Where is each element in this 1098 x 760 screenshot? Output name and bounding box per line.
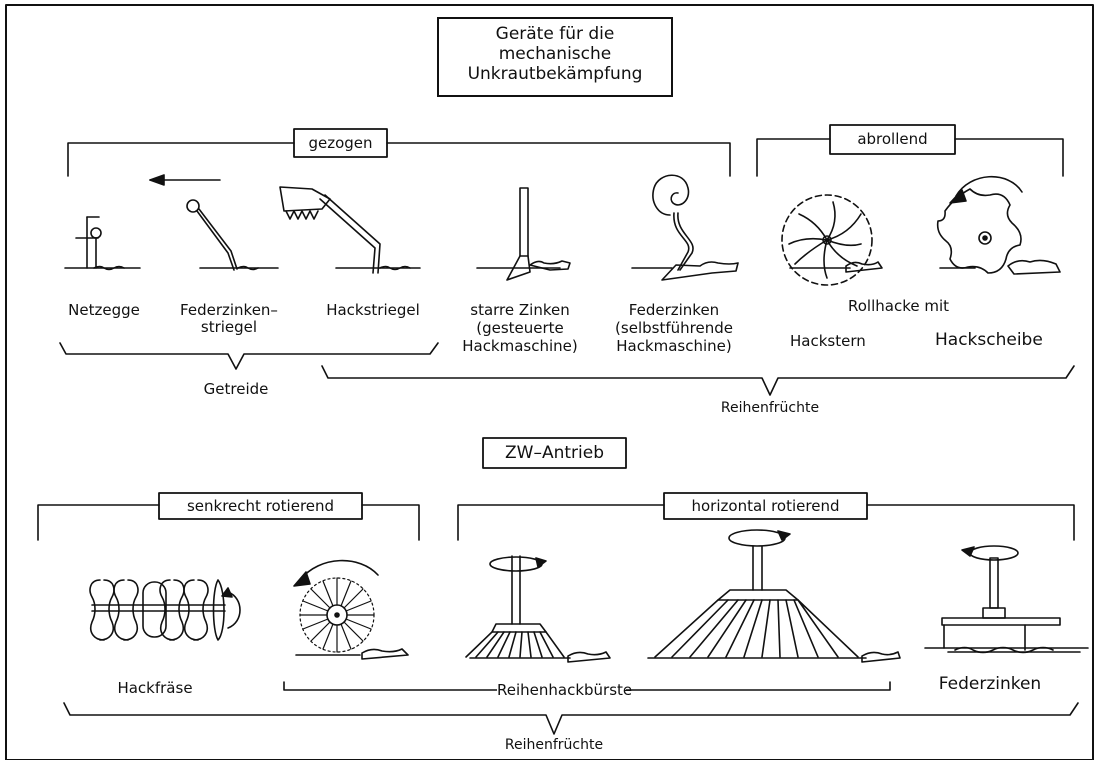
reihenfruechte-label-top: Reihenfrüchte (720, 400, 820, 416)
buerste-senkrecht-drawing (293, 559, 409, 660)
starre-zinken-drawing (476, 187, 571, 281)
rotation-ellipse-large (728, 529, 786, 547)
title-line-2: mechanische (498, 44, 612, 64)
rotation-arrow (955, 175, 1023, 197)
starre-zinken-label-2: (gesteuerte (476, 319, 564, 337)
title-line-1: Geräte für die (495, 24, 615, 44)
buerste-rotation-arrow (299, 559, 379, 581)
getreide-bracket (59, 342, 439, 370)
hackscheibe-label: Hackscheibe (935, 330, 1043, 350)
federzinkenstriegel-label-2: striegel (200, 318, 258, 336)
getreide-label: Getreide (203, 380, 269, 398)
hackscheibe-drawing (936, 175, 1061, 275)
buerste-horizontal-small-drawing (465, 555, 611, 663)
abrollend-label: abrollend (832, 131, 953, 148)
federzinken-self-drawing (631, 174, 739, 281)
hackfraese-drawing (89, 579, 241, 641)
hackstriegel-drawing (279, 186, 421, 274)
zw-antrieb-box (482, 437, 627, 469)
diagram-title: Geräte für die mechanische Unkrautbekämp… (437, 17, 673, 97)
federzinkenstriegel-label-1: Federzinken– (180, 301, 278, 319)
reihenhackbuerste-label: Reihenhackbürste (497, 681, 633, 699)
federzinken-self-label-1: Federzinken (628, 301, 720, 319)
abrollend-box (829, 124, 956, 155)
senkrecht-bracket (37, 504, 420, 541)
netzegge-drawing (64, 216, 141, 271)
senkrecht-box (158, 492, 363, 520)
netzegge-label: Netzegge (68, 301, 140, 319)
reihenhackbuerste-bracket (283, 681, 891, 691)
gezogen-label: gezogen (296, 135, 385, 152)
starre-zinken-label-3: Hackmaschine) (462, 337, 578, 355)
hackstern-drawing (781, 194, 883, 286)
federzinkenstriegel-drawing (186, 199, 279, 271)
gezogen-box (293, 128, 388, 158)
federzinken-zw-label: Federzinken (938, 674, 1042, 694)
buerste-horizontal-large-drawing (647, 529, 901, 663)
title-line-3: Unkrautbekämpfung (467, 64, 643, 84)
federzinken-self-label-2: (selbstführende (615, 319, 733, 337)
gezogen-bracket (67, 142, 731, 177)
outer-frame (5, 4, 1094, 760)
starre-zinken-label-1: starre Zinken (470, 301, 570, 319)
hackstriegel-label: Hackstriegel (326, 301, 420, 319)
rotation-ellipse (489, 556, 543, 572)
horizontal-label: horizontal rotierend (666, 498, 865, 515)
horizontal-bracket (457, 504, 1075, 541)
rollhacke-label: Rollhacke mit (848, 297, 950, 315)
direction-arrow-head (149, 174, 165, 186)
federzinken-zw-drawing (924, 545, 1089, 654)
reihenfruechte-bracket-bottom (63, 702, 1079, 735)
senkrecht-label: senkrecht rotierend (161, 498, 360, 515)
horizontal-box (663, 492, 868, 520)
hackstern-label: Hackstern (790, 332, 866, 350)
zw-antrieb-label: ZW–Antrieb (485, 444, 624, 463)
reihenfruechte-label-bottom: Reihenfrüchte (504, 737, 604, 753)
abrollend-bracket (756, 138, 1064, 177)
hackfraese-label: Hackfräse (117, 679, 193, 697)
federzinken-self-label-3: Hackmaschine) (616, 337, 732, 355)
reihenfruechte-bracket-top (321, 365, 1075, 396)
